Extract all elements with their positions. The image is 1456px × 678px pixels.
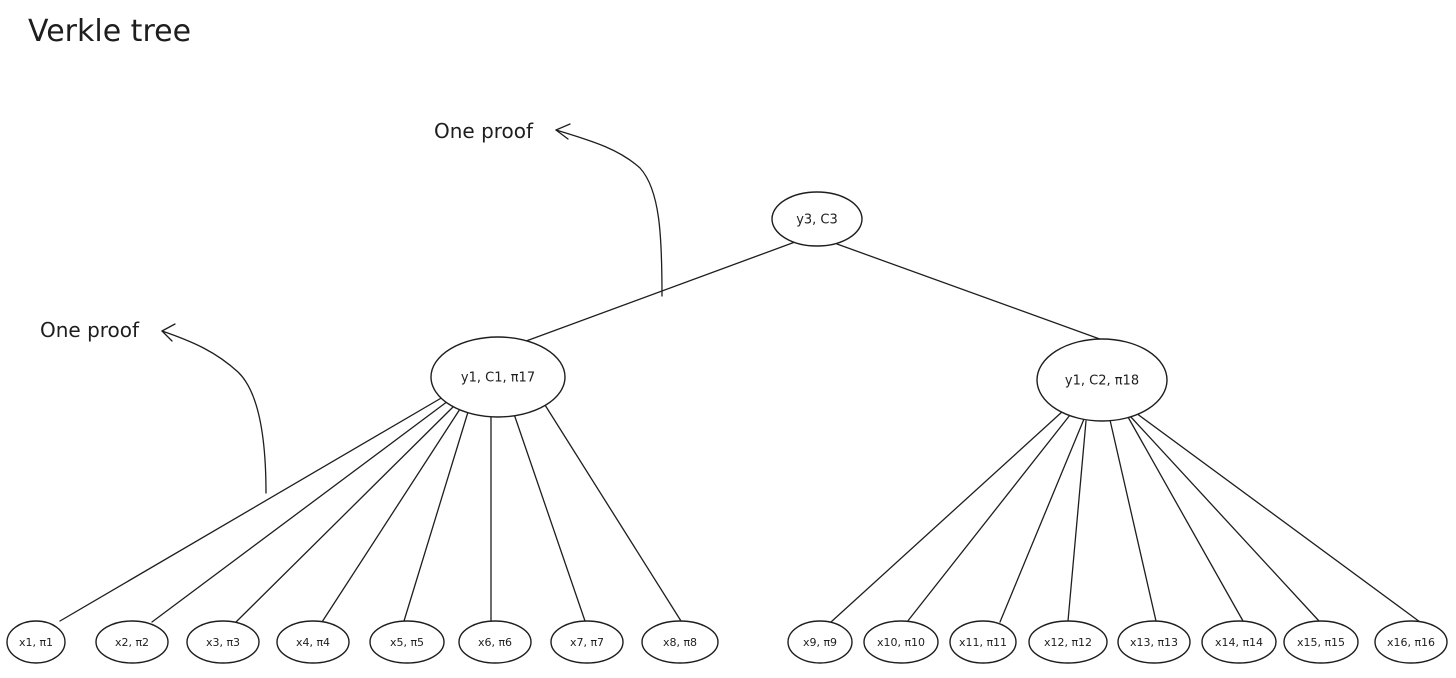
node-label-l11: x11, π11 [959,636,1007,649]
tree-node-l9: x9, π9 [787,620,853,664]
node-ellipse-l4 [276,620,350,664]
node-label-l7: x7, π7 [570,636,604,649]
edge-root-right [836,243,1109,343]
node-ellipse-l5 [369,620,445,664]
tree-node-l4: x4, π4 [276,620,350,664]
node-ellipse-l14 [1201,620,1277,664]
node-label-l9: x9, π9 [803,636,837,649]
tree-node-l13: x13, π13 [1117,620,1191,664]
node-label-l8: x8, π8 [663,636,697,649]
node-ellipse-l1 [6,620,66,664]
arrowhead-icon-lower [161,323,176,342]
edge-left-l4 [321,408,461,623]
node-ellipse-right [1036,338,1168,422]
edge-right-l9 [830,410,1064,623]
edge-right-l15 [1129,415,1320,622]
edge-right-l10 [906,414,1071,623]
edge-root-left [517,241,796,345]
node-ellipse-l2 [95,620,169,664]
tree-node-l16: x16, π16 [1374,620,1448,664]
edge-layer [59,241,1421,623]
node-label-left: y1, C1, π17 [461,371,535,386]
edge-right-l11 [999,418,1085,623]
annotation-arrow-upper [555,129,663,297]
annotation-upper: One proof [434,119,663,297]
tree-node-l10: x10, π10 [863,620,939,664]
node-label-l5: x5, π5 [390,636,424,649]
node-ellipse-l12 [1028,620,1108,664]
node-ellipse-root [771,191,863,247]
annotation-label-upper: One proof [434,119,534,143]
annotation-lower: One proof [40,318,267,494]
arrowhead-icon-upper [555,123,571,140]
tree-node-l6: x6, π6 [458,620,532,664]
node-label-l2: x2, π2 [115,636,149,649]
edge-right-l16 [1135,412,1421,623]
node-label-l13: x13, π13 [1130,636,1178,649]
node-label-l15: x15, π15 [1297,636,1345,649]
edge-right-l13 [1109,419,1157,622]
tree-node-left: y1, C1, π17 [430,336,566,418]
diagram-title: Verkle tree [28,14,191,49]
node-label-l12: x12, π12 [1044,636,1092,649]
node-ellipse-l3 [186,620,260,664]
tree-node-l11: x11, π11 [949,620,1017,664]
node-label-l14: x14, π14 [1215,636,1263,649]
node-label-l4: x4, π4 [296,636,330,649]
node-ellipse-l13 [1117,620,1191,664]
tree-node-l5: x5, π5 [369,620,445,664]
node-ellipse-l8 [641,620,719,664]
edge-left-l1 [59,396,444,622]
node-ellipse-l15 [1283,620,1359,664]
edge-left-l7 [513,413,586,622]
tree-node-l15: x15, π15 [1283,620,1359,664]
tree-node-l2: x2, π2 [95,620,169,664]
edge-left-l2 [151,400,449,623]
edge-right-l14 [1127,416,1244,622]
tree-node-l1: x1, π1 [6,620,66,664]
node-ellipse-l16 [1374,620,1448,664]
node-ellipse-left [430,336,566,418]
tree-node-l14: x14, π14 [1201,620,1277,664]
edge-left-l3 [235,405,455,623]
node-ellipse-l10 [863,620,939,664]
tree-node-l3: x3, π3 [186,620,260,664]
node-label-root: y3, C3 [796,213,838,228]
node-label-right: y1, C2, π18 [1065,374,1139,389]
edge-right-l12 [1067,420,1087,622]
tree-node-right: y1, C2, π18 [1036,338,1168,422]
annotation-arrow-lower [161,330,267,494]
tree-node-l8: x8, π8 [641,620,719,664]
edge-left-l5 [403,411,469,622]
node-ellipse-l9 [787,620,853,664]
node-ellipse-l7 [550,620,624,664]
node-ellipse-l6 [458,620,532,664]
edge-left-l8 [544,404,682,622]
node-ellipse-l11 [949,620,1017,664]
node-label-l1: x1, π1 [19,636,53,649]
node-label-l6: x6, π6 [478,636,512,649]
tree-node-root: y3, C3 [771,191,863,247]
node-label-l10: x10, π10 [877,636,925,649]
tree-node-l7: x7, π7 [550,620,624,664]
node-layer: y3, C3 y1, C1, π17 y1, C2, π18 x1, π1 x2, π2… [6,191,1448,664]
tree-node-l12: x12, π12 [1028,620,1108,664]
node-label-l3: x3, π3 [206,636,240,649]
node-label-l16: x16, π16 [1387,636,1435,649]
annotation-label-lower: One proof [40,318,140,342]
